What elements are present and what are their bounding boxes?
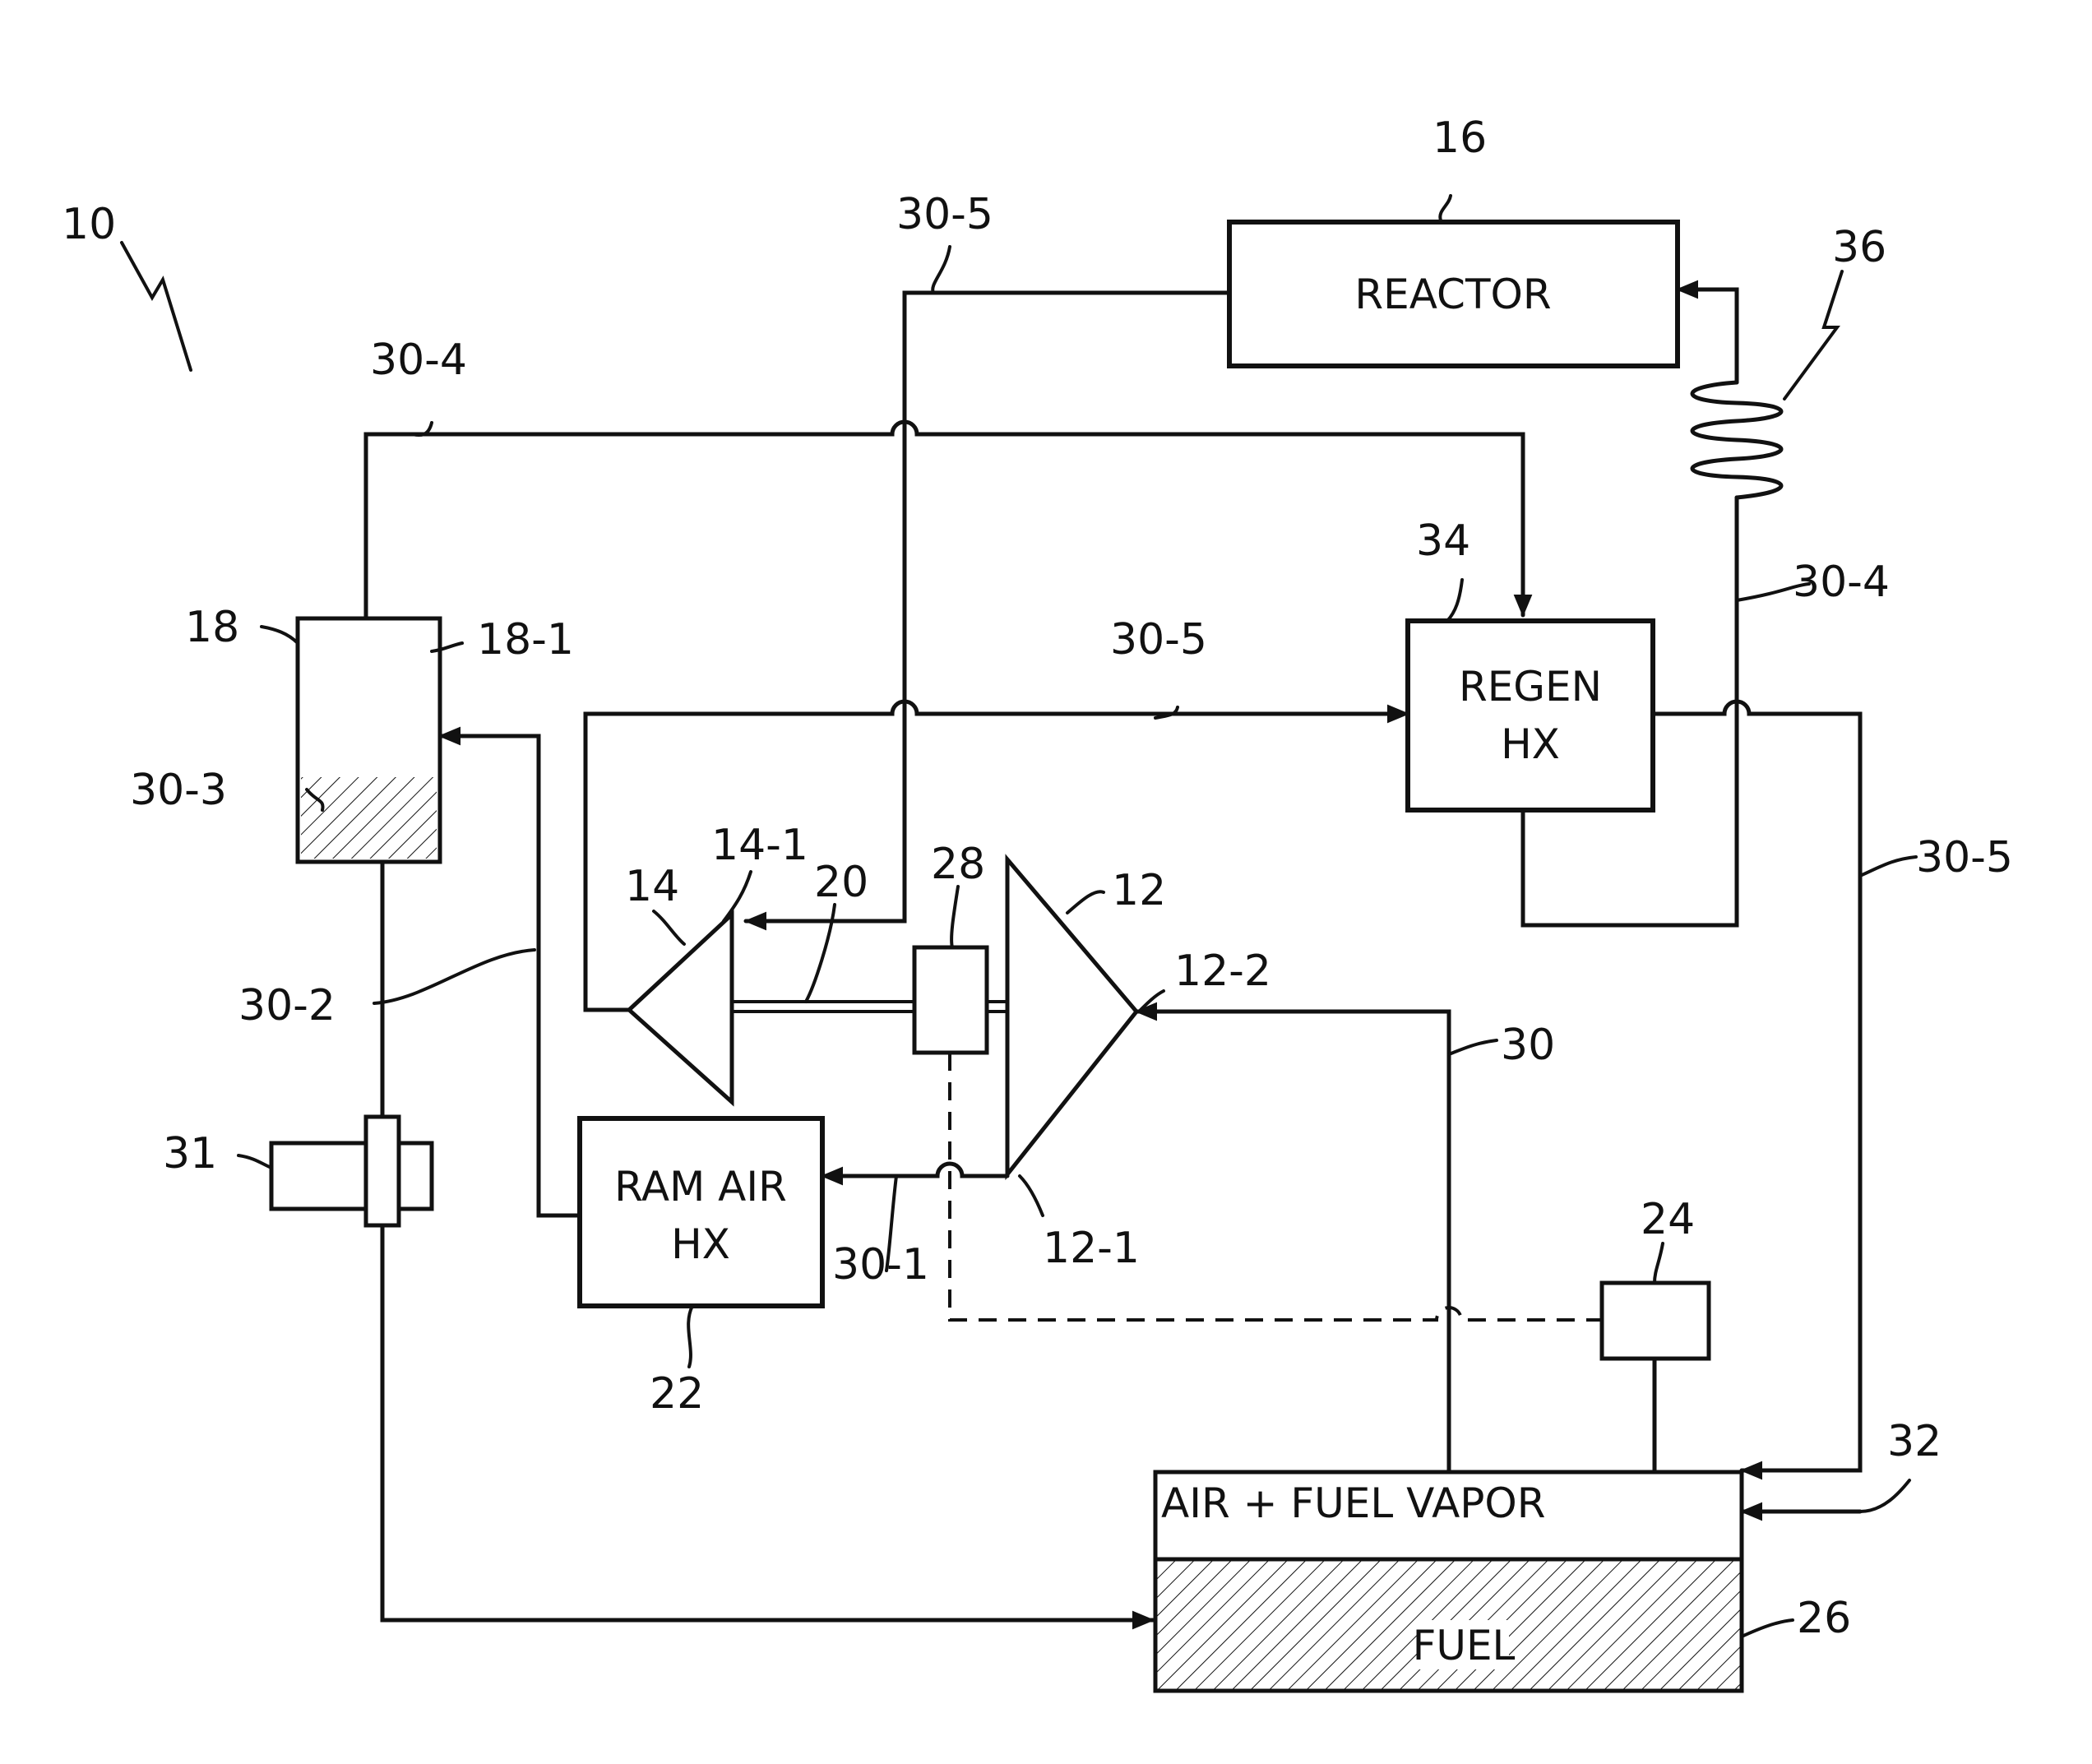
regen-hx-label-2: HX — [1501, 720, 1560, 768]
line-30-2-ramhx-to-separator — [440, 736, 580, 1215]
tank-vapor-label: AIR + FUEL VAPOR — [1161, 1479, 1546, 1527]
line-30-tank-to-compressor — [1136, 1012, 1449, 1470]
ref-16: 16 — [1432, 113, 1487, 163]
ref-30-2: 30-2 — [238, 981, 336, 1030]
ref-34: 34 — [1416, 516, 1470, 566]
ref-36: 36 — [1832, 223, 1886, 272]
line-30-4-top — [366, 422, 1523, 618]
pump-31-coupling — [366, 1117, 399, 1225]
ref-10: 10 — [62, 200, 116, 249]
ram-air-hx-label-2: HX — [671, 1220, 730, 1268]
ref-14-1: 14-1 — [711, 821, 808, 870]
ref-30-3: 30-3 — [130, 766, 227, 815]
line-30-5-reactor-to-turbine — [746, 293, 1229, 921]
ref-31: 31 — [163, 1129, 217, 1178]
regen-hx-box — [1408, 621, 1653, 810]
ref-18: 18 — [185, 603, 239, 652]
separator-liquid — [301, 777, 437, 859]
ref-30: 30 — [1501, 1021, 1555, 1070]
controller-24-box — [1602, 1283, 1709, 1359]
ref-30-5-mid: 30-5 — [1110, 615, 1207, 664]
line-30-1-compressor-to-ramhx — [822, 1164, 1007, 1176]
ref-30-5-right: 30-5 — [1916, 833, 2013, 882]
ref-28: 28 — [931, 840, 985, 889]
ref-12-1: 12-1 — [1043, 1224, 1140, 1273]
ref-32: 32 — [1887, 1417, 1942, 1466]
heater-coil-36 — [1692, 382, 1781, 498]
ref-14: 14 — [625, 862, 679, 911]
ref-24: 24 — [1641, 1195, 1695, 1244]
ram-air-hx-label-1: RAM AIR — [614, 1163, 787, 1211]
ref-30-4-right: 30-4 — [1793, 558, 1890, 607]
ref-30-1: 30-1 — [832, 1240, 929, 1289]
ref-12-2: 12-2 — [1174, 947, 1271, 996]
ref-20: 20 — [814, 858, 868, 907]
tank-fuel-label: FUEL — [1413, 1622, 1516, 1669]
ref-12: 12 — [1112, 866, 1166, 915]
ref-22: 22 — [650, 1369, 704, 1419]
motor-28-box — [914, 947, 987, 1053]
pump-31-body — [271, 1143, 432, 1209]
ref-30-4-top: 30-4 — [370, 336, 467, 385]
regen-hx-label-1: REGEN — [1459, 663, 1602, 711]
reactor-label: REACTOR — [1354, 271, 1551, 318]
ref-30-5-top: 30-5 — [896, 190, 993, 239]
ref-18-1: 18-1 — [477, 615, 574, 664]
ref-26: 26 — [1797, 1594, 1851, 1643]
ram-air-hx-box — [580, 1118, 822, 1306]
